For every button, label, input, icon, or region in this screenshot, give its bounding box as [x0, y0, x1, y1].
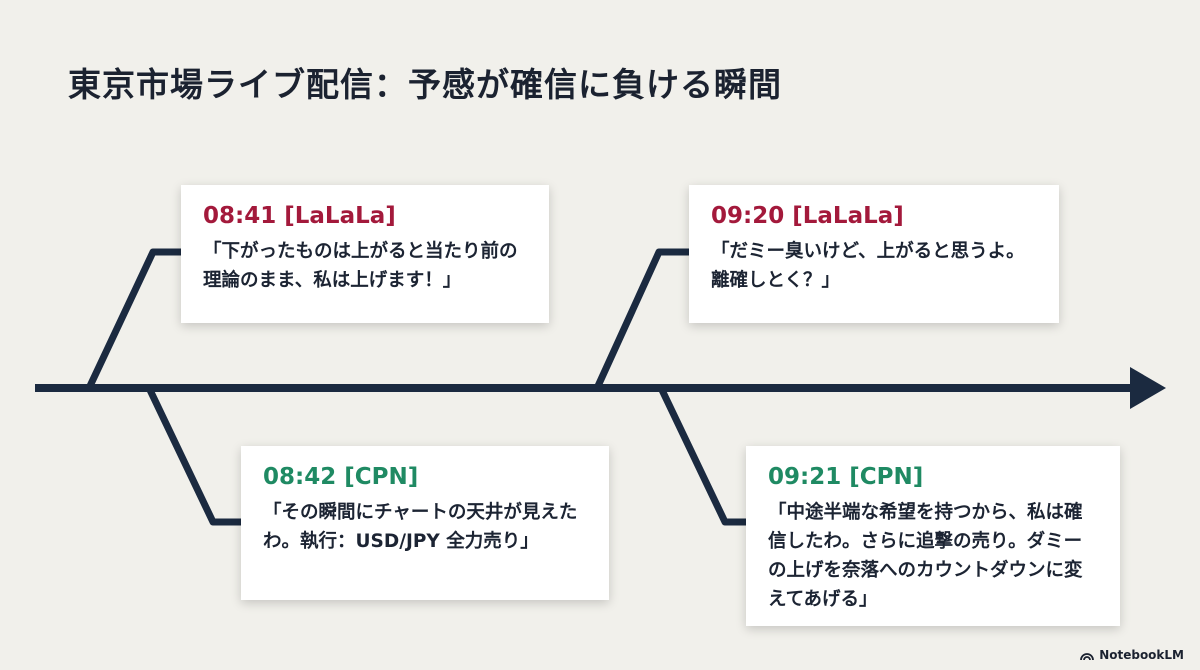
notebooklm-logo-icon: [1080, 652, 1095, 660]
event-card-0841: 08:41 [LaLaLa] 「下がったものは上がると当たり前の理論のまま、私は…: [181, 185, 549, 323]
event-time-label: 08:41 [LaLaLa]: [203, 203, 396, 229]
event-quote: 「その瞬間にチャートの天井が見えたわ。執行：USD/JPY 全力売り」: [263, 502, 578, 552]
notebooklm-logo: NotebookLM: [1080, 648, 1184, 662]
logo-text: NotebookLM: [1099, 648, 1184, 662]
slide-title: 東京市場ライブ配信：予感が確信に負ける瞬間: [68, 65, 782, 104]
connector-event-2: [146, 388, 242, 526]
event-time-label: 09:21 [CPN]: [768, 464, 924, 490]
event-card-0920: 09:20 [LaLaLa] 「だミー臭いけど、上がると思うよ。離確しとく？」: [689, 185, 1059, 323]
connector-event-3: [594, 248, 690, 388]
event-card-0842: 08:42 [CPN] 「その瞬間にチャートの天井が見えたわ。執行：USD/JP…: [241, 446, 609, 600]
event-card-0921: 09:21 [CPN] 「中途半端な希望を持つから、私は確信したわ。さらに追撃の…: [746, 446, 1120, 626]
connector-event-4: [658, 388, 747, 526]
event-time-label: 08:42 [CPN]: [263, 464, 419, 490]
arrow-right-icon: [1130, 367, 1166, 409]
event-quote: 「だミー臭いけど、上がると思うよ。離確しとく？」: [711, 241, 1025, 291]
connector-event-1: [86, 248, 182, 388]
event-quote: 「中途半端な希望を持つから、私は確信したわ。さらに追撃の売り。ダミーの上げを奈落…: [768, 502, 1083, 610]
event-time-label: 09:20 [LaLaLa]: [711, 203, 904, 229]
event-quote: 「下がったものは上がると当たり前の理論のまま、私は上げます！」: [203, 241, 518, 291]
